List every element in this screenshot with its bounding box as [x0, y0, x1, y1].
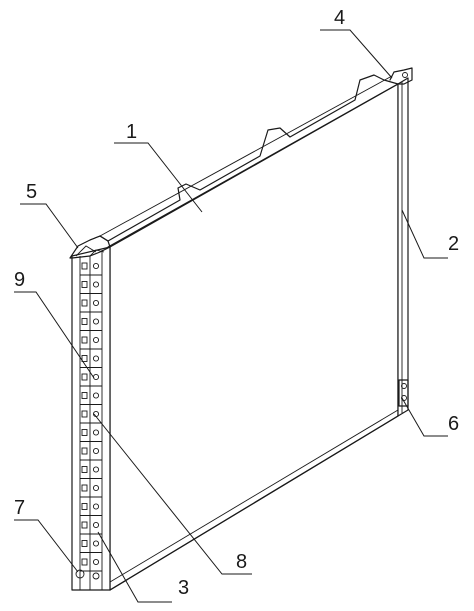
- column-hole: [92, 447, 100, 455]
- column-slot: [81, 429, 88, 436]
- connector-hole-upper: [401, 383, 407, 389]
- leader-6: [401, 397, 448, 437]
- leader-7: [14, 519, 79, 573]
- callout-3: 3: [178, 577, 189, 599]
- column-slot: [81, 466, 88, 473]
- column-slot: [81, 540, 88, 547]
- column-slot: [81, 521, 88, 529]
- column-slot: [81, 336, 88, 344]
- right-frame: [397, 77, 409, 417]
- bottom-right-connector: [398, 379, 409, 407]
- column-slot: [81, 484, 88, 492]
- callout-7: 7: [14, 497, 25, 519]
- callout-2: 2: [448, 233, 459, 255]
- column-hole: [92, 318, 100, 325]
- column-slot: [81, 281, 88, 288]
- column-slot: [81, 392, 88, 399]
- panel-bottom-edge: [109, 415, 399, 591]
- column-hole: [92, 355, 100, 362]
- callout-5: 5: [26, 181, 37, 203]
- left-column-top-cap: [69, 235, 111, 259]
- column-slot: [81, 262, 88, 270]
- column-hole: [92, 484, 100, 492]
- left-column-holes: [80, 262, 102, 572]
- column-hole: [92, 521, 100, 529]
- column-hole: [92, 262, 100, 270]
- callout-6: 6: [448, 413, 459, 435]
- column-slot: [81, 558, 88, 566]
- column-hole: [92, 466, 100, 473]
- leader-5: [20, 203, 79, 249]
- leader-lines: [14, 29, 448, 603]
- column-hole: [92, 540, 100, 547]
- panel-top-back-line: [99, 75, 393, 237]
- callout-9: 9: [14, 269, 25, 291]
- leader-3: [97, 531, 172, 603]
- column-slot: [81, 503, 88, 510]
- cap-detail-b: [89, 249, 105, 257]
- column-slot: [81, 447, 88, 455]
- column-hole: [92, 558, 100, 566]
- bottom-foot-hole: [75, 569, 85, 579]
- leader-4: [320, 29, 393, 79]
- connector-hole: [402, 72, 408, 78]
- top-right-connector: [389, 67, 413, 85]
- left-column: [71, 246, 111, 591]
- bottom-foot-hole-b: [92, 572, 100, 580]
- column-hole: [92, 299, 100, 307]
- leader-8: [93, 413, 252, 575]
- callout-4: 4: [334, 7, 345, 29]
- column-slot: [81, 318, 88, 325]
- callout-1: 1: [126, 121, 137, 143]
- column-hole: [92, 503, 100, 510]
- column-slot: [81, 373, 88, 381]
- column-slot: [81, 410, 88, 418]
- leader-1: [114, 142, 203, 213]
- panel-bottom-inner-edge: [109, 409, 399, 583]
- leader-9: [14, 291, 95, 379]
- callout-8: 8: [236, 551, 247, 573]
- panel-top-edge: [89, 74, 399, 242]
- panel-top-front-line: [107, 83, 399, 248]
- leader-2: [401, 209, 448, 259]
- cap-detail-a: [75, 245, 97, 257]
- column-hole: [92, 281, 100, 288]
- column-hole: [92, 336, 100, 344]
- column-hole: [92, 392, 100, 399]
- column-slot: [81, 299, 88, 307]
- column-hole: [92, 429, 100, 436]
- column-slot: [81, 355, 88, 362]
